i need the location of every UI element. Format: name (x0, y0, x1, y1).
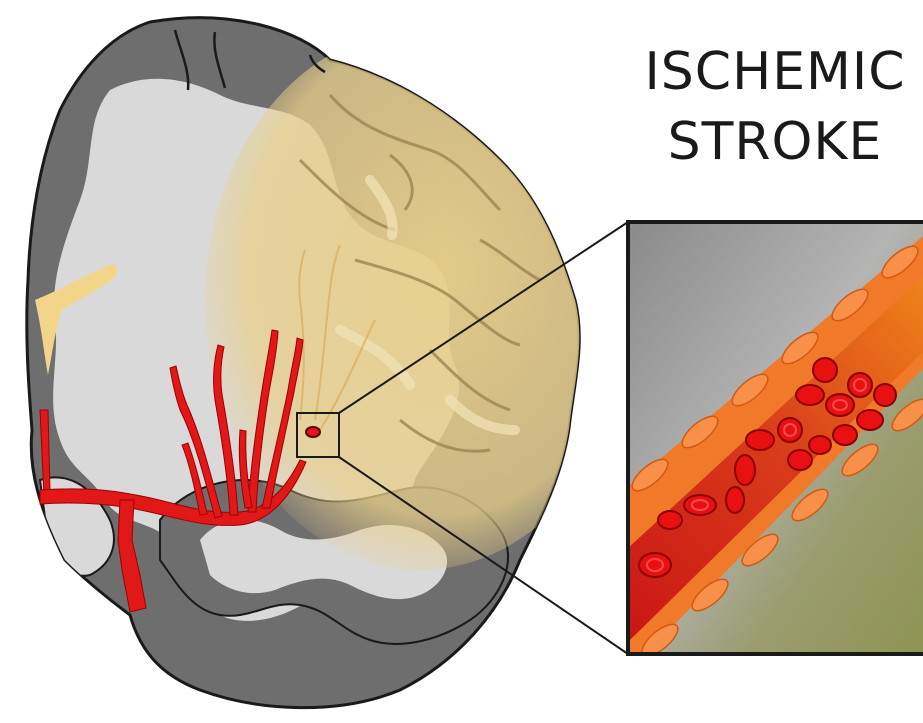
artery-inset (590, 222, 923, 661)
title-line-2: STROKE (640, 112, 910, 172)
brain-section (27, 18, 635, 708)
title-line-1: ISCHEMIC (640, 42, 910, 102)
